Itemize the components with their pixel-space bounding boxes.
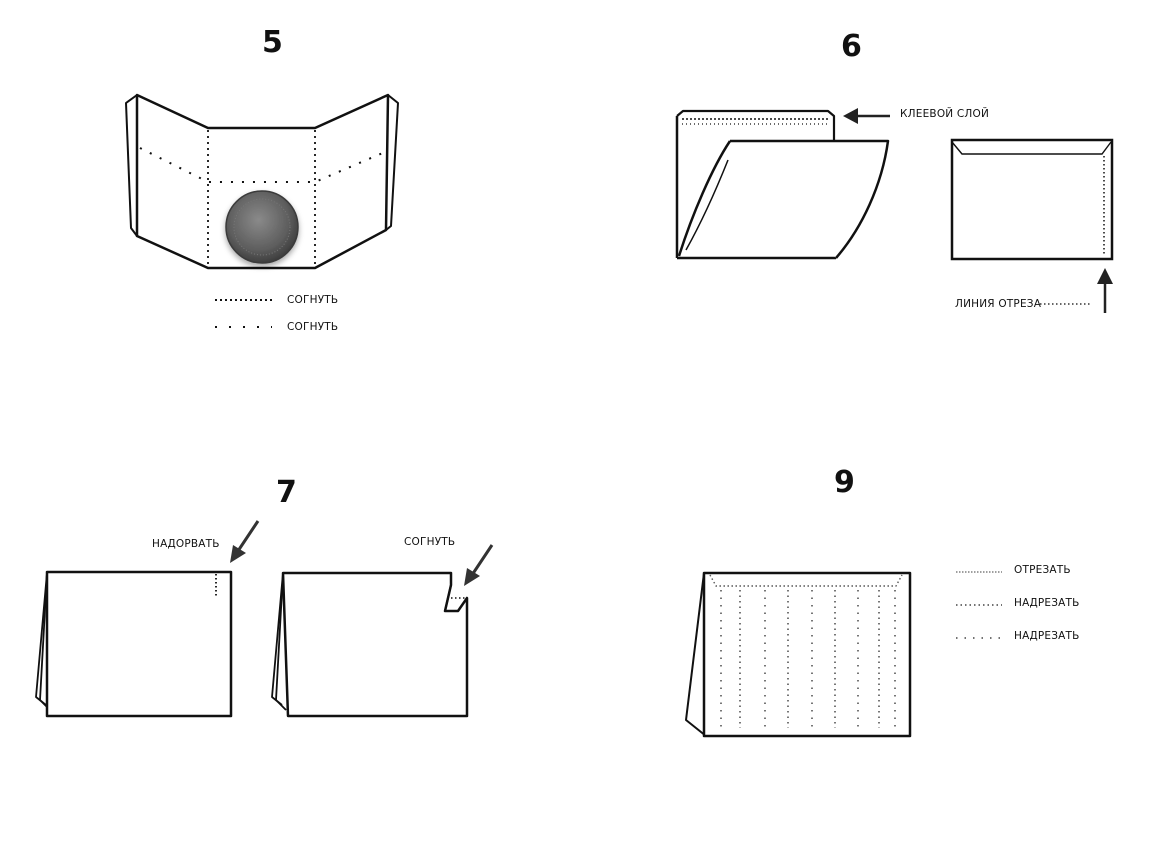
- step-9-card: [685, 571, 912, 738]
- tear-arrow: [230, 520, 260, 563]
- step-6-number: 6: [841, 29, 862, 64]
- glue-layer-arrow: [843, 108, 890, 124]
- tear-label: НАДОРВАТЬ: [152, 538, 220, 550]
- step-9-legend-incise-label-2: НАДРЕЗАТЬ: [1014, 630, 1080, 642]
- coin: [225, 190, 299, 264]
- step-5-folded-sheet: [125, 93, 399, 270]
- cut-line-arrow: [1097, 268, 1113, 313]
- closed-envelope: [950, 138, 1114, 261]
- open-envelope: [675, 109, 890, 260]
- cut-line-label: ЛИНИЯ ОТРЕЗА: [955, 298, 1042, 310]
- step-5-number: 5: [262, 25, 283, 60]
- step-9-vertical-cut-lines: [720, 590, 896, 728]
- step-5-legend-fold-label-1: СОГНУТЬ: [287, 294, 339, 306]
- step-7-card-left: [35, 570, 233, 718]
- fold-arrow: [464, 544, 494, 586]
- step-7-number: 7: [276, 475, 297, 510]
- glue-layer-label: КЛЕЕВОЙ СЛОЙ: [900, 108, 990, 120]
- step-9-legend-cut-label: ОТРЕЗАТЬ: [1014, 564, 1071, 576]
- step-5-legend-fold-label-2: СОГНУТЬ: [287, 321, 339, 333]
- step-9-number: 9: [834, 465, 855, 500]
- fold-label: СОГНУТЬ: [404, 536, 456, 548]
- step-7-card-right: [271, 571, 469, 718]
- step-9-legend-incise-label-1: НАДРЕЗАТЬ: [1014, 597, 1080, 609]
